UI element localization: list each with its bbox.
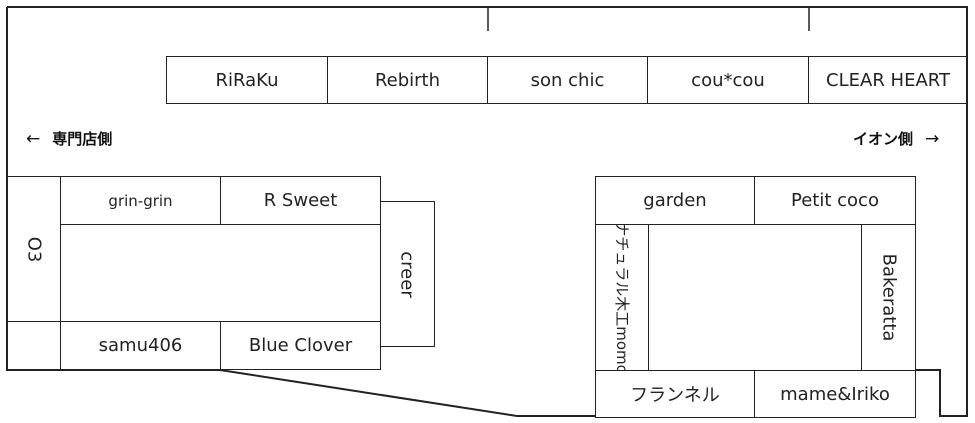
shop-o3: O3 bbox=[23, 236, 45, 262]
shop-son-chic: son chic bbox=[487, 56, 648, 104]
direction-specialty-side: ← 専門店側 bbox=[26, 128, 112, 149]
shop-clear-heart: CLEAR HEART bbox=[808, 56, 968, 104]
shop-rebirth: Rebirth bbox=[327, 56, 488, 104]
shop-grin-grin: grin-grin bbox=[60, 176, 221, 225]
left-arrow-icon: ← bbox=[26, 128, 41, 149]
direction-left-label: 専門店側 bbox=[52, 130, 113, 148]
shop-bakeratta: Bakeratta bbox=[861, 224, 916, 371]
shop-garden: garden bbox=[595, 176, 755, 225]
direction-aeon-side: イオン側 → bbox=[853, 128, 939, 149]
left-block-corner-cell bbox=[7, 321, 61, 370]
shop-riraku: RiRaKu bbox=[166, 56, 328, 104]
direction-right-label: イオン側 bbox=[853, 130, 914, 148]
right-arrow-icon: → bbox=[925, 128, 940, 149]
shop-creer: creer bbox=[380, 201, 435, 347]
shop-blue-clover: Blue Clover bbox=[220, 321, 381, 370]
shop-samu406: samu406 bbox=[60, 321, 221, 370]
shop-mame-iriko: mame&Iriko bbox=[754, 370, 916, 418]
shop-cou-cou: cou*cou bbox=[647, 56, 809, 104]
right-block-center bbox=[648, 224, 862, 371]
left-block-center bbox=[60, 224, 381, 322]
shop-natural-mokko-momo: ナチュラル木工momo bbox=[595, 224, 649, 371]
shop-flannel: フランネル bbox=[595, 370, 755, 418]
shop-r-sweet: R Sweet bbox=[220, 176, 381, 225]
shop-petit-coco: Petit coco bbox=[754, 176, 916, 225]
